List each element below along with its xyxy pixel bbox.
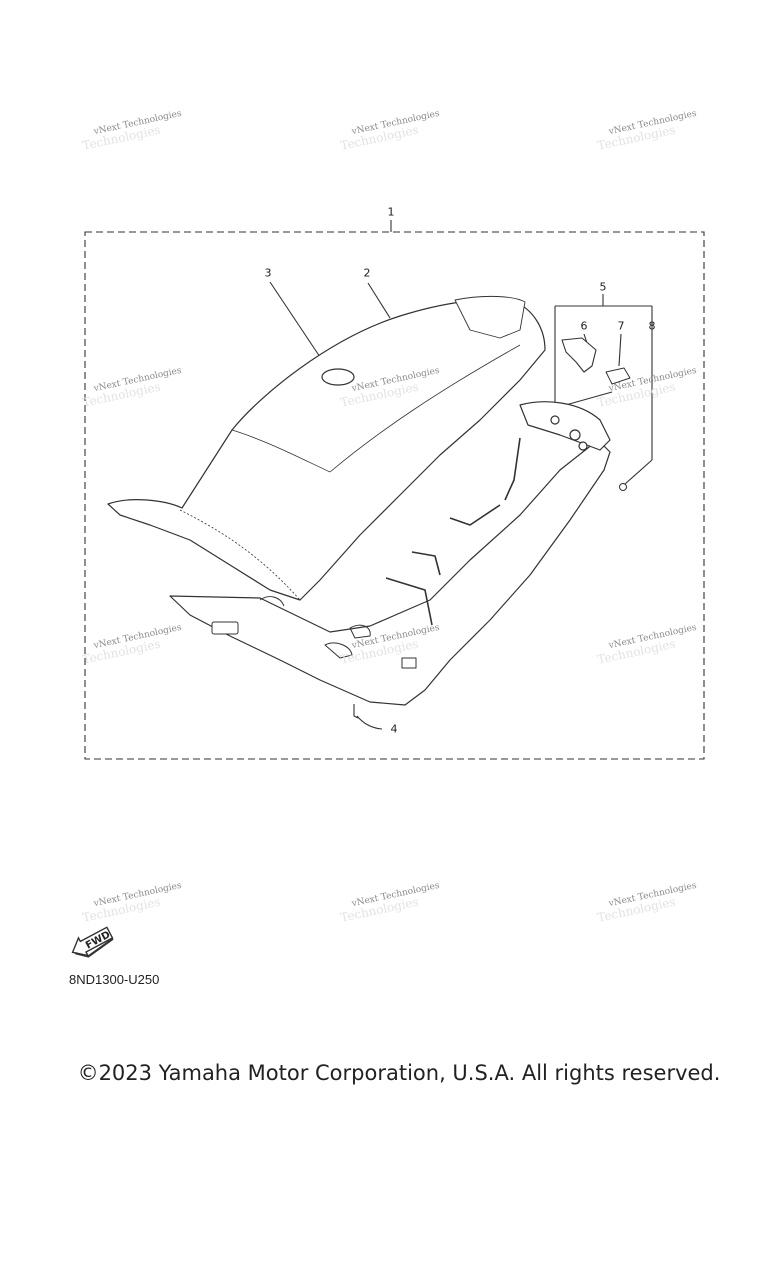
emblem <box>321 368 355 386</box>
callout-4[interactable]: 4 <box>390 722 398 736</box>
copyright-notice: ©2023 Yamaha Motor Corporation, U.S.A. A… <box>77 1061 721 1085</box>
callout-3[interactable]: 3 <box>264 266 272 280</box>
leader-8-tip <box>624 459 653 485</box>
leader-3 <box>269 281 327 367</box>
callout-5[interactable]: 5 <box>599 280 607 294</box>
seat-drawing <box>107 295 631 719</box>
callout-8[interactable]: 8 <box>648 319 656 333</box>
assembly-boundary <box>84 231 705 760</box>
callout-7[interactable]: 7 <box>617 319 625 333</box>
leader-2 <box>367 282 391 319</box>
part-code: 8ND1300-U250 <box>69 972 160 987</box>
leader-7 <box>618 333 622 367</box>
leader-4 <box>356 715 383 730</box>
callout-6[interactable]: 6 <box>580 319 588 333</box>
callout-2[interactable]: 2 <box>363 266 371 280</box>
callout-1[interactable]: 1 <box>387 205 395 219</box>
fwd-arrow-icon: FWD <box>71 926 114 958</box>
